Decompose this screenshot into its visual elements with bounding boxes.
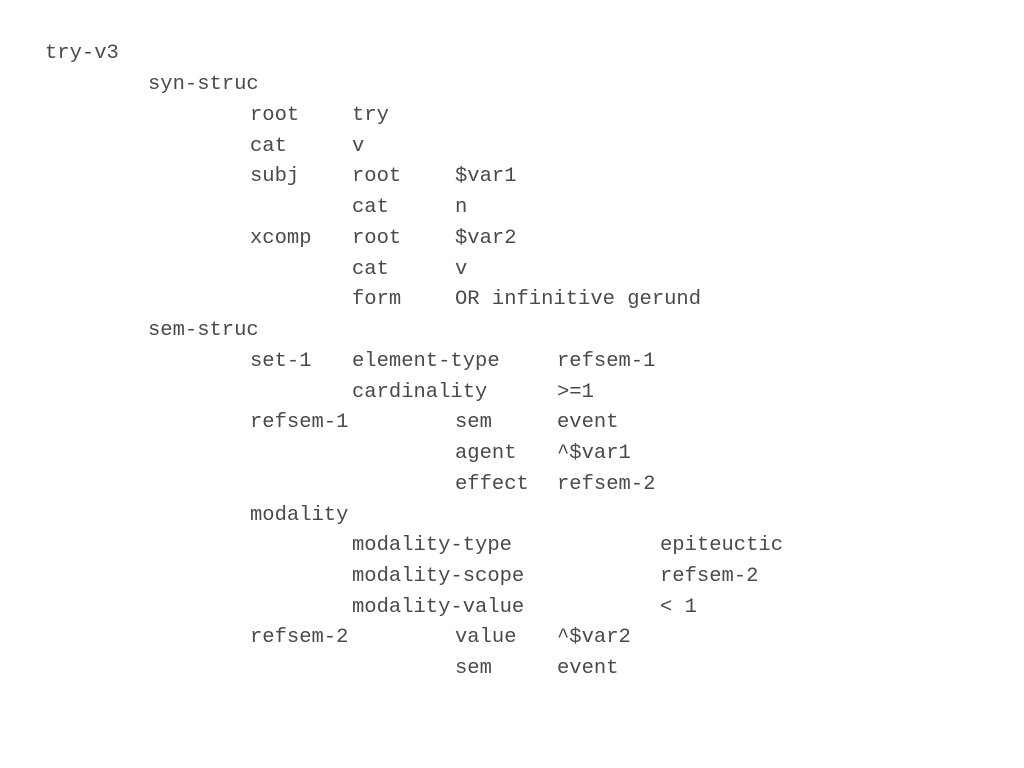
feature-key: root — [250, 104, 300, 127]
feature-value: v — [352, 135, 365, 158]
feature-key: cat — [250, 135, 287, 158]
subfeature-key: modality-value — [352, 596, 525, 619]
subfeature-key: cat — [352, 196, 389, 219]
feature-key: refsem-1 — [250, 411, 349, 434]
subfeature-key: effect — [455, 473, 529, 496]
feature-value: refsem-1 — [557, 350, 656, 373]
feature-value: ^$var1 — [557, 442, 631, 465]
feature-value: refsem-2 — [660, 565, 759, 588]
feature-value: epiteuctic — [660, 534, 784, 557]
subfeature-key: root — [352, 165, 402, 188]
feature-key: subj — [250, 165, 300, 188]
feature-value: refsem-2 — [557, 473, 656, 496]
subfeature-key: sem — [455, 657, 492, 680]
feature-value: event — [557, 657, 619, 680]
feature-value: event — [557, 411, 619, 434]
feature-value: $var2 — [455, 227, 517, 250]
subfeature-key: cardinality — [352, 381, 488, 404]
section-label: sem-struc — [148, 319, 259, 342]
entry-name: try-v3 — [45, 42, 119, 65]
feature-key: modality — [250, 504, 349, 527]
subfeature-key: form — [352, 288, 402, 311]
subfeature-key: element-type — [352, 350, 500, 373]
subfeature-key: cat — [352, 258, 389, 281]
feature-value: $var1 — [455, 165, 517, 188]
subfeature-key: value — [455, 626, 517, 649]
subfeature-key: agent — [455, 442, 517, 465]
feature-value: OR infinitive gerund — [455, 288, 702, 311]
feature-value: >=1 — [557, 381, 594, 404]
subfeature-key: sem — [455, 411, 492, 434]
feature-key: xcomp — [250, 227, 312, 250]
feature-key: set-1 — [250, 350, 312, 373]
subfeature-key: root — [352, 227, 402, 250]
feature-value: n — [455, 196, 468, 219]
subfeature-key: modality-scope — [352, 565, 525, 588]
feature-value: < 1 — [660, 596, 697, 619]
subfeature-key: modality-type — [352, 534, 512, 557]
feature-value: v — [455, 258, 468, 281]
feature-key: refsem-2 — [250, 626, 349, 649]
feature-value: ^$var2 — [557, 626, 631, 649]
section-label: syn-struc — [148, 73, 259, 96]
feature-value: try — [352, 104, 389, 127]
